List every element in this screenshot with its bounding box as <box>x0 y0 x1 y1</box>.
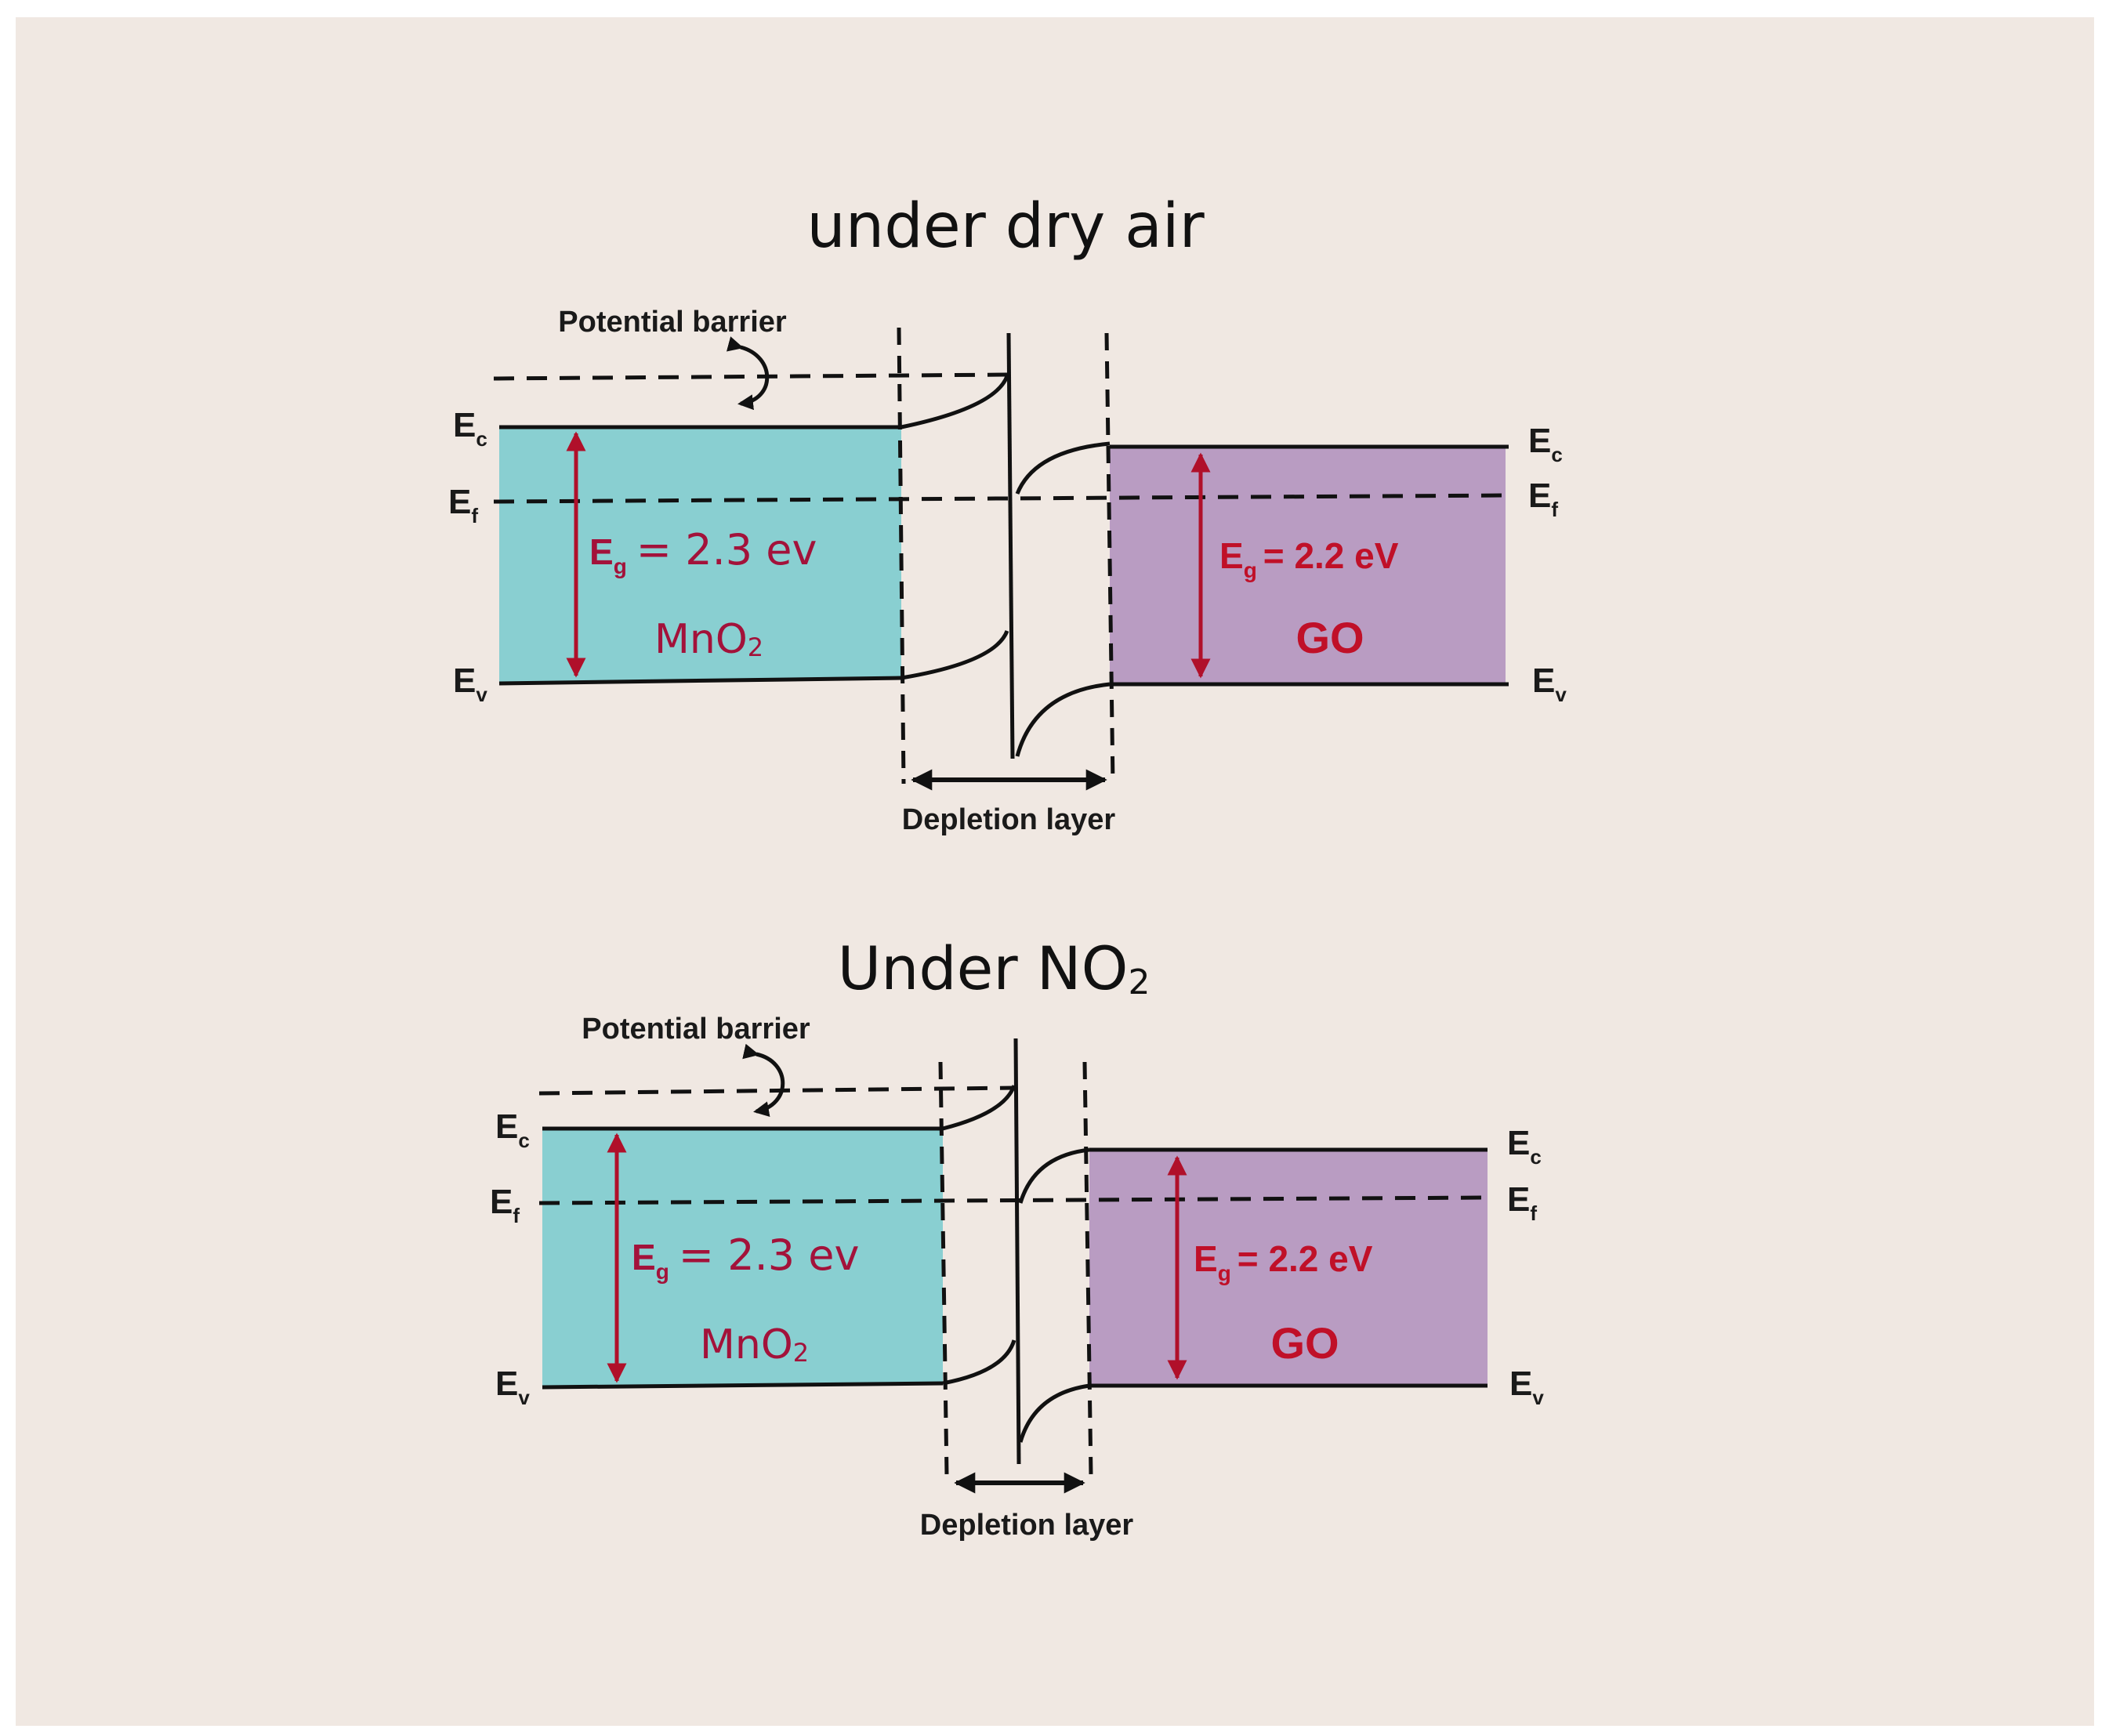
mno2-bandgap-label: Eg= 2.3 ev <box>589 525 817 578</box>
left-conduction-bend <box>942 1085 1016 1131</box>
panel-dry-air: under dry air Depletion layer Potential … <box>448 191 1567 836</box>
right-ef-label: Ef <box>1528 477 1558 521</box>
depletion-boundary-left <box>897 327 906 785</box>
left-ev-label: Ev <box>453 661 487 706</box>
mno2-band-fill <box>542 1129 943 1387</box>
fermi-level <box>538 1195 1488 1205</box>
right-ef-label: Ef <box>1507 1180 1537 1225</box>
panel-title: Under NO2 <box>838 933 1151 1003</box>
potential-barrier-label: Potential barrier <box>558 306 787 339</box>
fermi-level <box>493 493 1509 504</box>
barrier-curved-arrow-icon <box>742 1043 785 1118</box>
right-ec-label: Ec <box>1507 1124 1542 1169</box>
depletion-boundary-right <box>1104 332 1115 785</box>
right-valence-bend <box>1018 1383 1090 1443</box>
barrier-reference-line <box>493 372 1008 381</box>
go-bandgap-label: Eg= 2.2 eV <box>1194 1238 1373 1285</box>
left-ef-label: Ef <box>448 483 478 527</box>
left-valence-bend <box>942 1339 1016 1386</box>
go-band-fill <box>1089 1150 1488 1386</box>
barrier-reference-line <box>538 1085 1015 1096</box>
left-ec-label: Ec <box>495 1107 530 1152</box>
depletion-boundary-left <box>938 1061 949 1476</box>
panel-under-no2: Under NO2 Depletion layer Potential barr… <box>490 933 1544 1542</box>
depletion-boundary-right <box>1082 1061 1093 1476</box>
left-valence-bend <box>900 629 1009 680</box>
mno2-material-label: MnO2 <box>654 616 763 663</box>
interface-line <box>1013 1038 1021 1465</box>
depletion-layer-label: Depletion layer <box>920 1509 1134 1542</box>
go-band-fill <box>1110 447 1506 684</box>
right-conduction-bend <box>1015 441 1111 495</box>
right-ec-label: Ec <box>1528 422 1563 466</box>
right-valence-bend <box>1015 682 1111 757</box>
potential-barrier-label: Potential barrier <box>582 1013 810 1046</box>
interface-line <box>1006 332 1015 759</box>
go-material-label: GO <box>1270 1318 1339 1368</box>
barrier-curved-arrow-icon <box>726 336 770 411</box>
mno2-material-label: MnO2 <box>700 1321 809 1368</box>
mno2-band-fill <box>499 427 901 682</box>
right-ev-label: Ev <box>1532 661 1567 706</box>
left-ec-label: Ec <box>453 406 487 451</box>
mno2-valence-band-edge <box>498 676 902 686</box>
left-ef-label: Ef <box>490 1183 520 1227</box>
go-material-label: GO <box>1295 613 1364 662</box>
right-conduction-bend <box>1018 1147 1090 1204</box>
mno2-bandgap-label: Eg= 2.3 ev <box>632 1230 859 1284</box>
depletion-layer-label: Depletion layer <box>902 803 1116 836</box>
mno2-valence-band-edge <box>542 1381 944 1390</box>
left-conduction-bend <box>900 375 1009 429</box>
left-ev-label: Ev <box>495 1365 530 1409</box>
figure-background <box>16 17 2094 1726</box>
go-bandgap-label: Eg= 2.2 eV <box>1219 535 1399 582</box>
panel-title: under dry air <box>806 191 1205 262</box>
right-ev-label: Ev <box>1509 1365 1544 1409</box>
